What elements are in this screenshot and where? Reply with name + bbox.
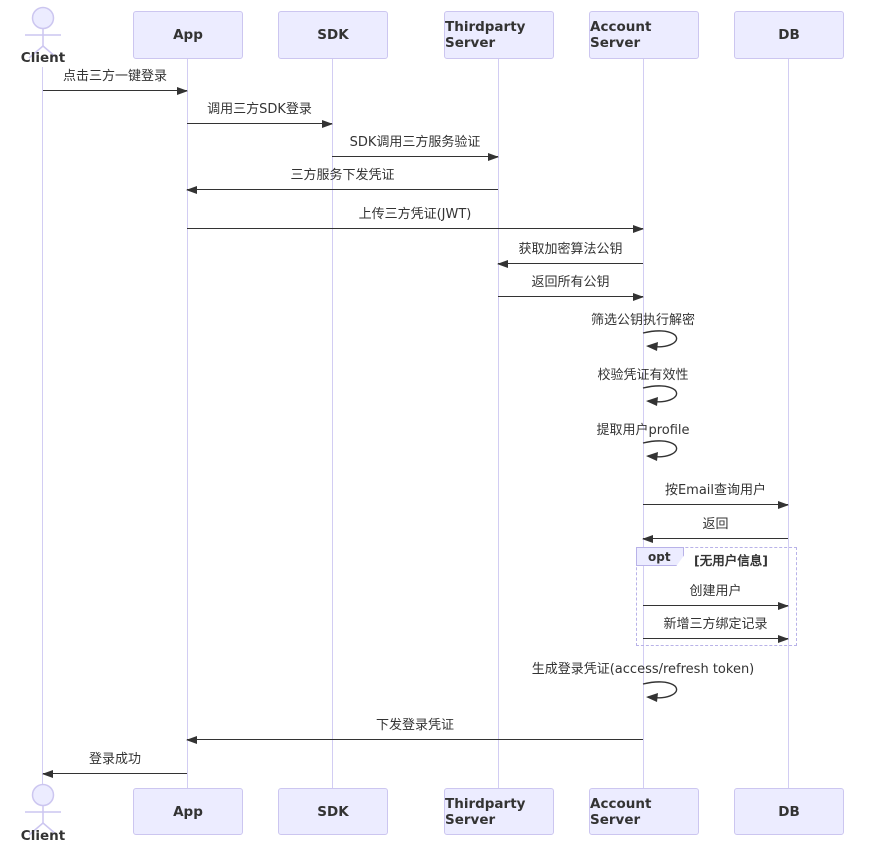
message-arrow: [642, 534, 788, 543]
message-label: 创建用户: [689, 584, 742, 599]
arrowhead-right-icon: [778, 634, 789, 643]
message-db-to-account: 返回: [642, 515, 788, 543]
message-arrow: [643, 500, 789, 509]
message-arrow: [332, 152, 499, 161]
message-account-to-db: 按Email查询用户: [643, 481, 789, 509]
participant-box-account-server-top: Account Server: [589, 11, 699, 59]
message-arrow: [42, 769, 187, 778]
self-message-label: 生成登录凭证(access/refresh token): [531, 662, 755, 677]
message-client-to-app: 点击三方一键登录: [43, 67, 188, 95]
opt-fragment-condition: [无用户信息]: [694, 553, 768, 568]
message-sdk-to-thirdparty: SDK调用三方服务验证: [332, 133, 499, 161]
message-app-to-client: 登录成功: [42, 750, 187, 778]
lifeline-sdk: [332, 57, 333, 788]
participant-box-sdk-top: SDK: [278, 11, 388, 59]
participant-box-db-bottom: DB: [734, 788, 844, 835]
self-message-label: 提取用户profile: [596, 423, 690, 438]
arrowhead-left-icon: [497, 259, 508, 268]
participant-label: SDK: [317, 803, 349, 820]
participant-label: SDK: [317, 27, 349, 43]
arrowhead-right-icon: [177, 86, 188, 95]
message-account-to-app: 下发登录凭证: [186, 716, 643, 744]
message-app-to-sdk: 调用三方SDK登录: [187, 100, 333, 128]
arrowhead-left-icon: [642, 534, 653, 543]
message-app-to-account: 上传三方凭证(JWT): [187, 205, 644, 233]
participant-label: Thirdparty Server: [445, 19, 526, 51]
actor-figure-icon: [25, 783, 61, 836]
message-label: 按Email查询用户: [664, 483, 767, 498]
message-arrow: [187, 224, 644, 233]
arrowhead-right-icon: [322, 119, 333, 128]
self-loop-icon: [642, 385, 678, 406]
participant-box-sdk-bottom: SDK: [278, 788, 388, 835]
participant-box-thirdparty-server-top: Thirdparty Server: [444, 11, 554, 59]
message-arrow: [497, 259, 643, 268]
message-account-to-db-create-user: 创建用户: [643, 582, 789, 610]
lifeline-thirdparty-server: [498, 57, 499, 788]
message-arrow: [498, 292, 644, 301]
message-thirdparty-to-account: 返回所有公钥: [498, 273, 644, 301]
message-arrow: [43, 86, 188, 95]
lifeline-client: [42, 67, 43, 784]
lifeline-app: [187, 57, 188, 788]
message-label: 新增三方绑定记录: [663, 617, 768, 632]
participant-label: Account Server: [590, 795, 652, 828]
message-label: 返回所有公钥: [531, 275, 610, 290]
arrowhead-left-icon: [186, 185, 197, 194]
message-label: 返回: [702, 517, 729, 532]
arrowhead-right-icon: [778, 601, 789, 610]
opt-fragment-box: [636, 547, 797, 646]
participant-box-thirdparty-server-bottom: Thirdparty Server: [444, 788, 554, 835]
message-account-to-thirdparty: 获取加密算法公钥: [497, 240, 643, 268]
arrowhead-right-icon: [778, 500, 789, 509]
message-label: 获取加密算法公钥: [518, 242, 623, 257]
participant-box-app-bottom: App: [133, 788, 243, 835]
participant-box-app-top: App: [133, 11, 243, 59]
message-label: SDK调用三方服务验证: [349, 135, 481, 150]
lifeline-db: [788, 57, 789, 788]
self-message-label: 校验凭证有效性: [597, 368, 689, 383]
actor-figure-icon: [25, 6, 61, 59]
message-label: 三方服务下发凭证: [290, 168, 395, 183]
self-loop-icon: [642, 681, 678, 702]
participant-box-db-top: DB: [734, 11, 844, 59]
message-arrow: [186, 735, 643, 744]
message-label: 上传三方凭证(JWT): [358, 207, 472, 222]
participant-label: Thirdparty Server: [445, 795, 526, 828]
arrowhead-right-icon: [633, 224, 644, 233]
participant-label: App: [173, 27, 203, 43]
arrowhead-right-icon: [633, 292, 644, 301]
message-arrow: [643, 634, 789, 643]
message-label: 下发登录凭证: [375, 718, 454, 733]
participant-box-account-server-bottom: Account Server: [589, 788, 699, 835]
message-arrow: [186, 185, 498, 194]
lifeline-account-server: [643, 57, 644, 788]
arrowhead-left-icon: [186, 735, 197, 744]
self-loop-icon: [642, 330, 678, 351]
actor-label-client-top: Client: [20, 50, 66, 66]
message-label: 点击三方一键登录: [62, 69, 167, 84]
message-arrow: [643, 601, 789, 610]
participant-label: DB: [778, 27, 800, 43]
arrowhead-right-icon: [488, 152, 499, 161]
self-loop-icon: [642, 440, 678, 461]
message-label: 登录成功: [88, 752, 141, 767]
message-account-to-db-bind-record: 新增三方绑定记录: [643, 615, 789, 643]
arrowhead-left-icon: [42, 769, 53, 778]
participant-label: Account Server: [590, 19, 652, 51]
self-message-label: 筛选公钥执行解密: [590, 313, 695, 328]
participant-label: DB: [778, 803, 800, 820]
message-label: 调用三方SDK登录: [207, 102, 312, 117]
message-arrow: [187, 119, 333, 128]
message-thirdparty-to-app: 三方服务下发凭证: [186, 166, 498, 194]
actor-label-client-bottom: Client: [20, 828, 66, 844]
participant-label: App: [173, 803, 203, 820]
